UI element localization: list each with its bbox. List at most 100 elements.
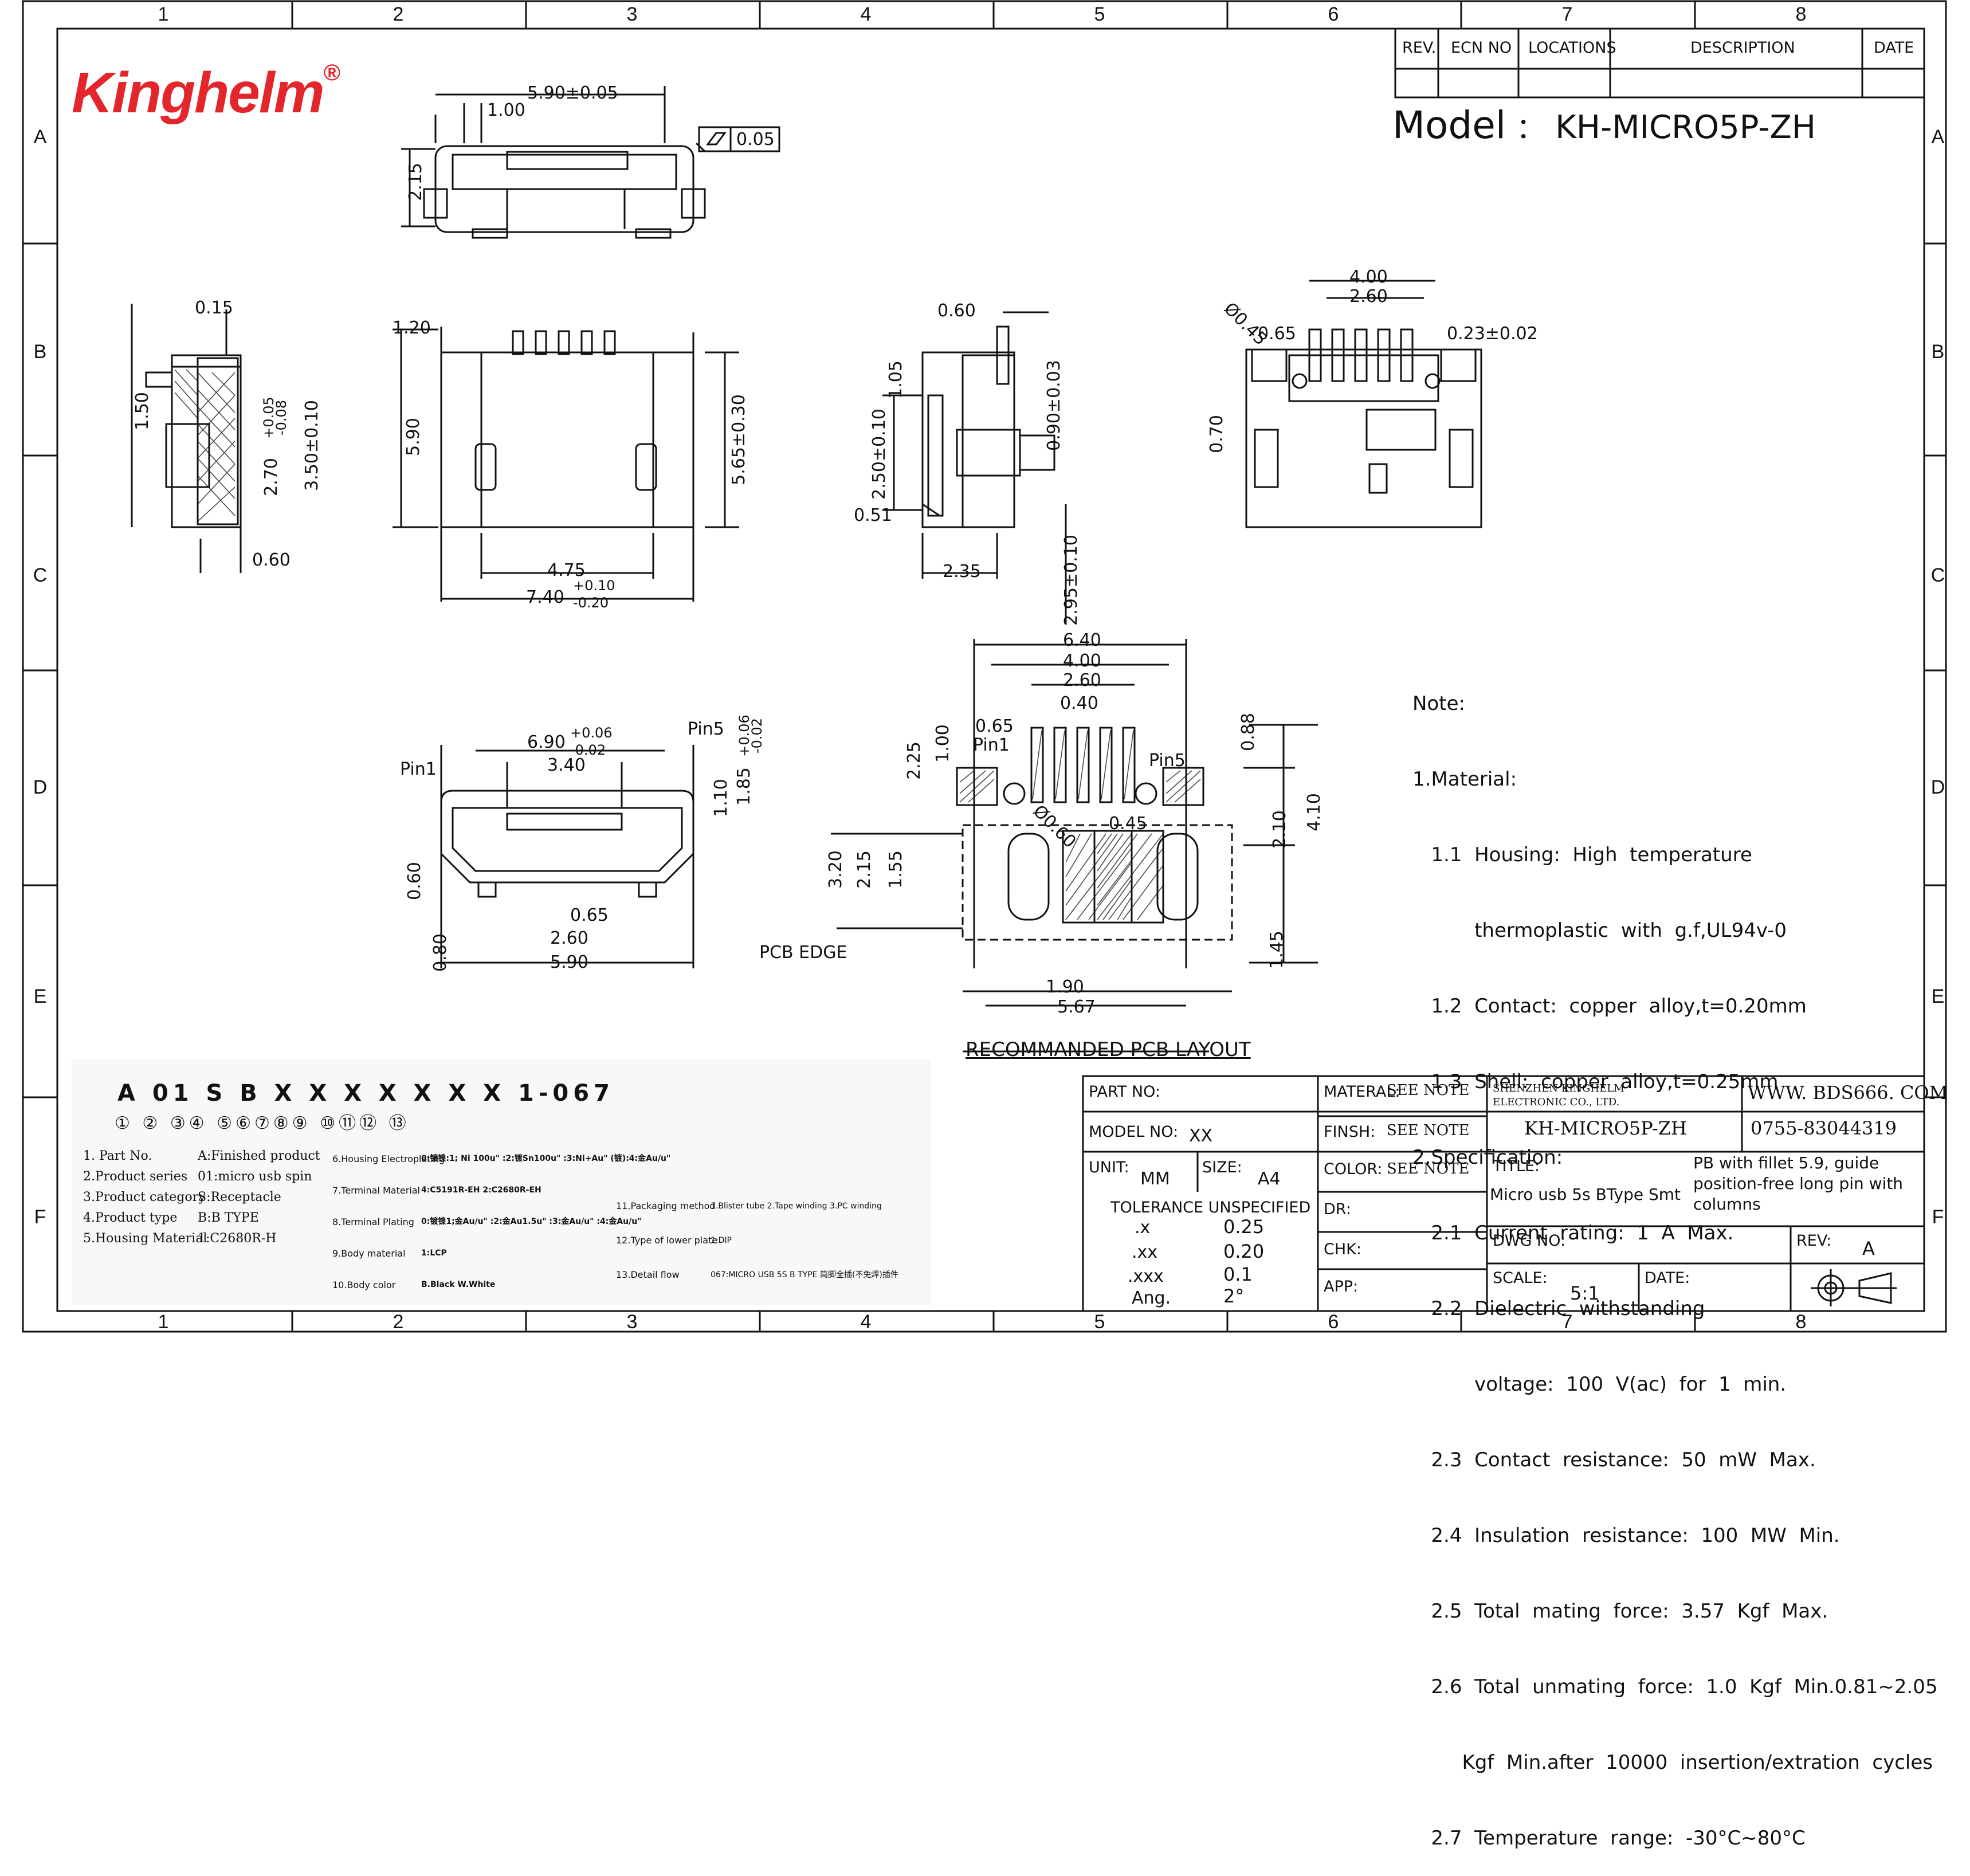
pn-item: 1:LCP: [421, 1249, 447, 1258]
tb-size-label: SIZE:: [1202, 1159, 1242, 1176]
note-line: 2.4 Insulation resistance: 100 MW Min.: [1412, 1524, 1840, 1547]
row-label-c: C: [33, 564, 48, 586]
label-mate-pin1: Pin1: [400, 759, 437, 779]
row-label-b-right: B: [1931, 341, 1945, 363]
pn-item: 10.Body color: [332, 1280, 396, 1290]
dim-profile-295: 2.95±0.10: [1061, 535, 1081, 626]
col-label-3-bottom: 3: [626, 1311, 638, 1333]
tb-tol-val: 2°: [1223, 1285, 1245, 1307]
row-label-a: A: [33, 126, 47, 148]
rev-header-rev: REV.: [1402, 39, 1437, 57]
note-line: Kgf Min.after 10000 insertion/extration …: [1412, 1751, 1933, 1774]
row-label-d: D: [33, 776, 48, 798]
tb-finish-label: FINSH:: [1324, 1123, 1376, 1141]
part-number-code: A 01 S B X X X X X X X 1-067: [117, 1080, 614, 1106]
dim-pcb-040: 0.40: [1060, 693, 1098, 713]
dim-pcb-320: 3.20: [825, 850, 846, 889]
notes-title: Note:: [1412, 692, 1465, 715]
col-label-8: 8: [1795, 3, 1807, 25]
tb-dwg-label: DWG NO:: [1493, 1232, 1566, 1250]
rev-header-ecn: ECN NO: [1451, 39, 1512, 57]
row-label-a-right: A: [1931, 126, 1945, 148]
note-line: thermoplastic with g.f,UL94v-0: [1412, 919, 1787, 942]
tb-tol-val: 0.25: [1223, 1216, 1265, 1238]
pn-col1: 1. Part No. 2.Product series 3.Product c…: [83, 1146, 207, 1249]
pn-item: S:Receptacle: [198, 1190, 281, 1204]
note-line: 1.1 Housing: High temperature: [1412, 843, 1752, 866]
pcb-layout-title: RECOMMANDED PCB LAYOUT: [966, 1038, 1251, 1061]
pn-item: 5.Housing Material: [83, 1231, 207, 1246]
tb-dr-label: DR:: [1324, 1200, 1351, 1218]
tb-date-label: DATE:: [1645, 1269, 1690, 1287]
note-line: 1.Material:: [1412, 768, 1517, 791]
registered-mark: ®: [323, 60, 341, 85]
note-line: 2.Specification:: [1412, 1146, 1563, 1169]
row-label-c-right: C: [1930, 564, 1945, 586]
note-line: 1.2 Contact: copper alloy,t=0.20mm: [1412, 995, 1807, 1018]
label-pcb-pin1: Pin1: [973, 735, 1010, 755]
pn-item: 2.Product series: [83, 1169, 188, 1184]
dim-pcb-640: 6.40: [1063, 630, 1101, 650]
rev-header-description: DESCRIPTION: [1690, 39, 1795, 57]
dim-front-475: 4.75: [547, 560, 586, 580]
row-label-d-right: D: [1930, 776, 1945, 798]
dim-side-350: 3.50±0.10: [301, 400, 322, 491]
rev-header-date: DATE: [1874, 39, 1914, 57]
note-line: 2.7 Temperature range: -30°C~80°C: [1412, 1827, 1806, 1850]
pn-item: 6.Housing Electroplating: [332, 1153, 445, 1164]
pn-item: 0:镀镍:1; Ni 100u" :2:镀Sn100u" :3:Ni+Au" (…: [421, 1154, 671, 1163]
tb-rev-value: A: [1862, 1238, 1875, 1259]
tb-tolerance-title: TOLERANCE UNSPECIFIED: [1110, 1199, 1311, 1216]
tb-scale-label: SCALE:: [1493, 1269, 1548, 1287]
col-label-4: 4: [860, 3, 872, 25]
logo-text: Kinghelm: [72, 61, 325, 125]
dim-mate-065: 0.65: [570, 905, 609, 925]
dim-side-shell: 0.15: [195, 298, 233, 318]
dim-side-150: 1.50: [132, 392, 152, 430]
pn-item: 12.Type of lower plate: [616, 1235, 718, 1246]
tb-part-no-label: PART NO:: [1089, 1083, 1160, 1101]
pn-item: 4.Product type: [83, 1211, 178, 1225]
dim-profile-235: 2.35: [943, 562, 981, 582]
tb-model-no-label: MODEL NO:: [1089, 1123, 1179, 1141]
tb-title-value: Micro usb 5s BType Smt: [1490, 1185, 1681, 1204]
dim-pcb-100: 1.00: [932, 724, 953, 763]
dim-pcb-190: 1.90: [1046, 977, 1084, 997]
dim-front-565: 5.65±0.30: [728, 394, 749, 485]
pn-item: 1:C2680R-H: [198, 1231, 277, 1246]
dim-front-740: 7.40: [526, 587, 564, 607]
pn-item: B.Black W.White: [421, 1280, 496, 1289]
model-line: Model：KH-MICRO5P-ZH: [1392, 103, 1816, 147]
dim-mate-340: 3.40: [547, 755, 586, 775]
dim-pcb-410: 4.10: [1304, 793, 1324, 831]
dim-profile-250: 2.50±0.10: [869, 409, 889, 500]
dim-front-740-plus: +0.10: [573, 578, 615, 594]
tb-tol-val: 0.20: [1223, 1241, 1265, 1262]
tb-material-value: SEE NOTE: [1387, 1082, 1470, 1099]
label-pcb-pin5: Pin5: [1149, 751, 1186, 771]
col-label-5-bottom: 5: [1094, 1311, 1105, 1333]
dim-pcb-065: 0.65: [975, 716, 1014, 736]
pn-col4: 0:镀镍:1; Ni 100u" :2:镀Sn100u" :3:Ni+Au" (…: [421, 1143, 670, 1301]
dim-pcb-567: 5.67: [1057, 997, 1096, 1017]
dim-mate-590: 5.90: [550, 952, 588, 972]
dim-pcb-145: 1.45: [1266, 931, 1287, 969]
tb-phone: 0755-83044319: [1751, 1117, 1897, 1139]
pn-item: 1.Blister tube 2.Tape winding 3.PC windi…: [711, 1202, 882, 1211]
row-label-b: B: [33, 341, 47, 363]
dim-rear-260: 2.60: [1349, 286, 1388, 307]
pn-col5: 11.Packaging method 12.Type of lower pla…: [616, 1189, 717, 1292]
tb-tol-key: .xx: [1132, 1242, 1158, 1262]
tb-rev-label: REV:: [1796, 1232, 1832, 1250]
label-mate-pin5: Pin5: [688, 719, 724, 739]
tb-company: SHENZHEN KINGHELM ELECTRONIC CO., LTD.: [1493, 1082, 1624, 1108]
col-label-1-bottom: 1: [158, 1311, 169, 1333]
note-line: 1.3 Shell: copper alloy,t=0.25mm: [1412, 1070, 1779, 1093]
pn-item: 11.Packaging method: [616, 1200, 716, 1211]
col-label-4-bottom: 4: [860, 1311, 872, 1333]
label-pcb-edge: PCB EDGE: [759, 943, 847, 963]
row-label-e: E: [33, 986, 47, 1007]
dim-mate-080: 0.80: [430, 933, 450, 972]
pn-item: 4:C5191R-EH 2:C2680R-EH: [421, 1186, 541, 1195]
dim-mate-690: 6.90: [527, 732, 566, 752]
